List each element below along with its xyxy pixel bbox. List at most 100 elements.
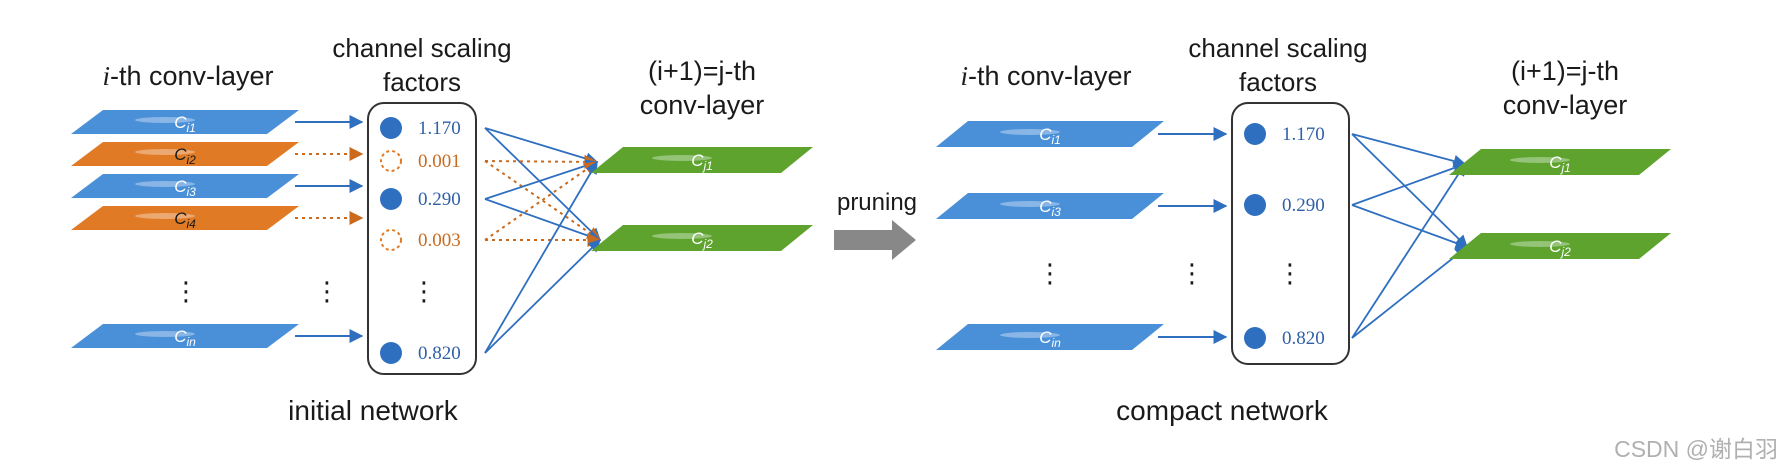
right-output-plane-1: Cj1 bbox=[1449, 149, 1671, 175]
left-input-plane-2-highlight bbox=[135, 149, 195, 155]
left-input-plane-5-shape bbox=[71, 324, 299, 348]
left-conn-4-1 bbox=[484, 161, 599, 241]
left-input-plane-3-shape bbox=[71, 174, 299, 198]
left-input-plane-4-highlight bbox=[135, 213, 195, 219]
left-output-plane-1: Cj1 bbox=[591, 147, 813, 173]
right-factor-value-3: 0.820 bbox=[1282, 328, 1325, 349]
left-layer-i-title: i-th conv-layer bbox=[102, 61, 273, 91]
left-output-plane-2-label-sub: j2 bbox=[701, 237, 713, 251]
left-input-plane-4-shape bbox=[71, 206, 299, 230]
right-conn-3-2 bbox=[1351, 246, 1468, 339]
left-factor-value-2: 0.001 bbox=[418, 151, 461, 172]
left-factor-dot-2 bbox=[380, 150, 402, 172]
left-factor-dot-4 bbox=[380, 229, 402, 251]
left-input-ellipsis: ⋮ bbox=[173, 276, 199, 306]
left-connections bbox=[484, 127, 602, 354]
left-conn-1-2 bbox=[484, 127, 601, 241]
right-factor-value-1: 1.170 bbox=[1282, 124, 1325, 145]
left-output-plane-1-label-main: C bbox=[691, 151, 704, 170]
right-input-arrows bbox=[1158, 127, 1228, 344]
right-output-plane-1-shape bbox=[1449, 149, 1671, 175]
left-input-plane-1-highlight bbox=[135, 117, 195, 123]
right-output-plane-1-label: Cj1 bbox=[1549, 153, 1571, 175]
right-layer-i-title: i-th conv-layer bbox=[960, 61, 1131, 91]
left-caption: initial network bbox=[288, 395, 459, 426]
right-input-plane-3: Cin bbox=[936, 324, 1164, 350]
right-input-plane-2-label-main: C bbox=[1039, 197, 1052, 216]
right-factor-dot-3 bbox=[1244, 327, 1266, 349]
right-input-plane-3-label-main: C bbox=[1039, 328, 1052, 347]
right-factor-ellipsis: ⋮ bbox=[1277, 258, 1303, 288]
left-factor-value-1: 1.170 bbox=[418, 118, 461, 139]
left-input-plane-4: Ci4 bbox=[71, 206, 299, 231]
left-input-plane-3-label: Ci3 bbox=[174, 177, 196, 199]
left-factor-box bbox=[367, 102, 477, 375]
left-output-plane-2-label-main: C bbox=[691, 229, 704, 248]
right-output-plane-2-highlight bbox=[1510, 241, 1570, 247]
left-layer-j-title-2: conv-layer bbox=[640, 90, 765, 120]
left-input-plane-1: Ci1 bbox=[71, 110, 299, 135]
left-input-plane-5-label: Cin bbox=[174, 327, 196, 349]
right-output-plane-2-label-sub: j2 bbox=[1559, 245, 1571, 259]
right-input-plane-1-label-sub: i1 bbox=[1051, 133, 1060, 147]
left-output-plane-2-shape bbox=[591, 225, 813, 251]
right-input-plane-1-label: Ci1 bbox=[1039, 125, 1061, 147]
left-factor-dot-3 bbox=[380, 188, 402, 210]
left-layer-j-title-1: (i+1)=j-th bbox=[648, 56, 756, 86]
right-factor-dot-1 bbox=[1244, 123, 1266, 145]
left-input-plane-3-label-main: C bbox=[174, 177, 187, 196]
left-conn-2-1 bbox=[484, 154, 599, 169]
left-input-plane-2: Ci2 bbox=[71, 142, 299, 167]
left-input-plane-5-highlight bbox=[135, 331, 195, 337]
left-input-plane-5: Cin bbox=[71, 324, 299, 349]
left-factor-dot-5 bbox=[380, 342, 402, 364]
right-conn-1-2 bbox=[1351, 133, 1468, 248]
left-input-plane-4-label: Ci4 bbox=[174, 209, 196, 231]
right-layer-j-title-2: conv-layer bbox=[1503, 90, 1628, 120]
initial-network: i-th conv-layer channel scaling factors … bbox=[71, 33, 813, 426]
right-input-plane-2-label-sub: i3 bbox=[1051, 205, 1061, 219]
left-input-arrows bbox=[295, 115, 364, 343]
left-input-plane-2-label-sub: i2 bbox=[186, 153, 196, 167]
right-output-plane-2-label: Cj2 bbox=[1549, 237, 1571, 259]
right-input-plane-2-highlight bbox=[1000, 201, 1060, 207]
left-conn-2-2 bbox=[484, 160, 602, 241]
left-output-plane-2-label: Cj2 bbox=[691, 229, 713, 251]
left-factor-value-3: 0.290 bbox=[418, 189, 461, 210]
right-conn-1-1 bbox=[1351, 133, 1467, 168]
pruning-arrow-icon bbox=[834, 220, 916, 260]
left-output-plane-1-label: Cj1 bbox=[691, 151, 713, 173]
left-factor-list: 1.170 0.001 0.290 0.003 0.820 bbox=[380, 117, 461, 364]
left-input-plane-2-shape bbox=[71, 142, 299, 166]
left-scaling-title-1: channel scaling bbox=[332, 33, 511, 63]
left-output-plane-2: Cj2 bbox=[591, 225, 813, 251]
left-output-plane-1-label-sub: j1 bbox=[701, 159, 712, 173]
left-input-plane-3-highlight bbox=[135, 181, 195, 187]
pruning-transition: pruning bbox=[834, 189, 917, 260]
left-factor-value-5: 0.820 bbox=[418, 343, 461, 364]
right-output-plane-2: Cj2 bbox=[1449, 233, 1671, 259]
left-input-plane-4-label-sub: i4 bbox=[186, 217, 196, 231]
left-input-plane-5-label-main: C bbox=[174, 327, 187, 346]
left-input-plane-1-label-main: C bbox=[174, 113, 187, 132]
right-output-plane-1-label-sub: j1 bbox=[1559, 161, 1570, 175]
left-factor-value-4: 0.003 bbox=[418, 230, 461, 251]
right-connections bbox=[1351, 133, 1469, 339]
left-input-plane-1-label: Ci1 bbox=[174, 113, 196, 135]
right-conn-3-1 bbox=[1351, 162, 1466, 339]
left-input-plane-2-label: Ci2 bbox=[174, 145, 196, 167]
right-input-plane-3-highlight bbox=[1000, 332, 1060, 338]
right-input-plane-1-highlight bbox=[1000, 129, 1060, 135]
right-conn-2-2 bbox=[1351, 204, 1469, 250]
left-input-plane-1-shape bbox=[71, 110, 299, 134]
right-input-plane-2-shape bbox=[936, 193, 1164, 219]
right-input-plane-3-shape bbox=[936, 324, 1164, 350]
left-scaling-title-2: factors bbox=[383, 67, 461, 97]
left-input-plane-5-label-sub: in bbox=[186, 335, 196, 349]
right-factor-value-2: 0.290 bbox=[1282, 195, 1325, 216]
right-input-plane-3-label: Cin bbox=[1039, 328, 1061, 350]
